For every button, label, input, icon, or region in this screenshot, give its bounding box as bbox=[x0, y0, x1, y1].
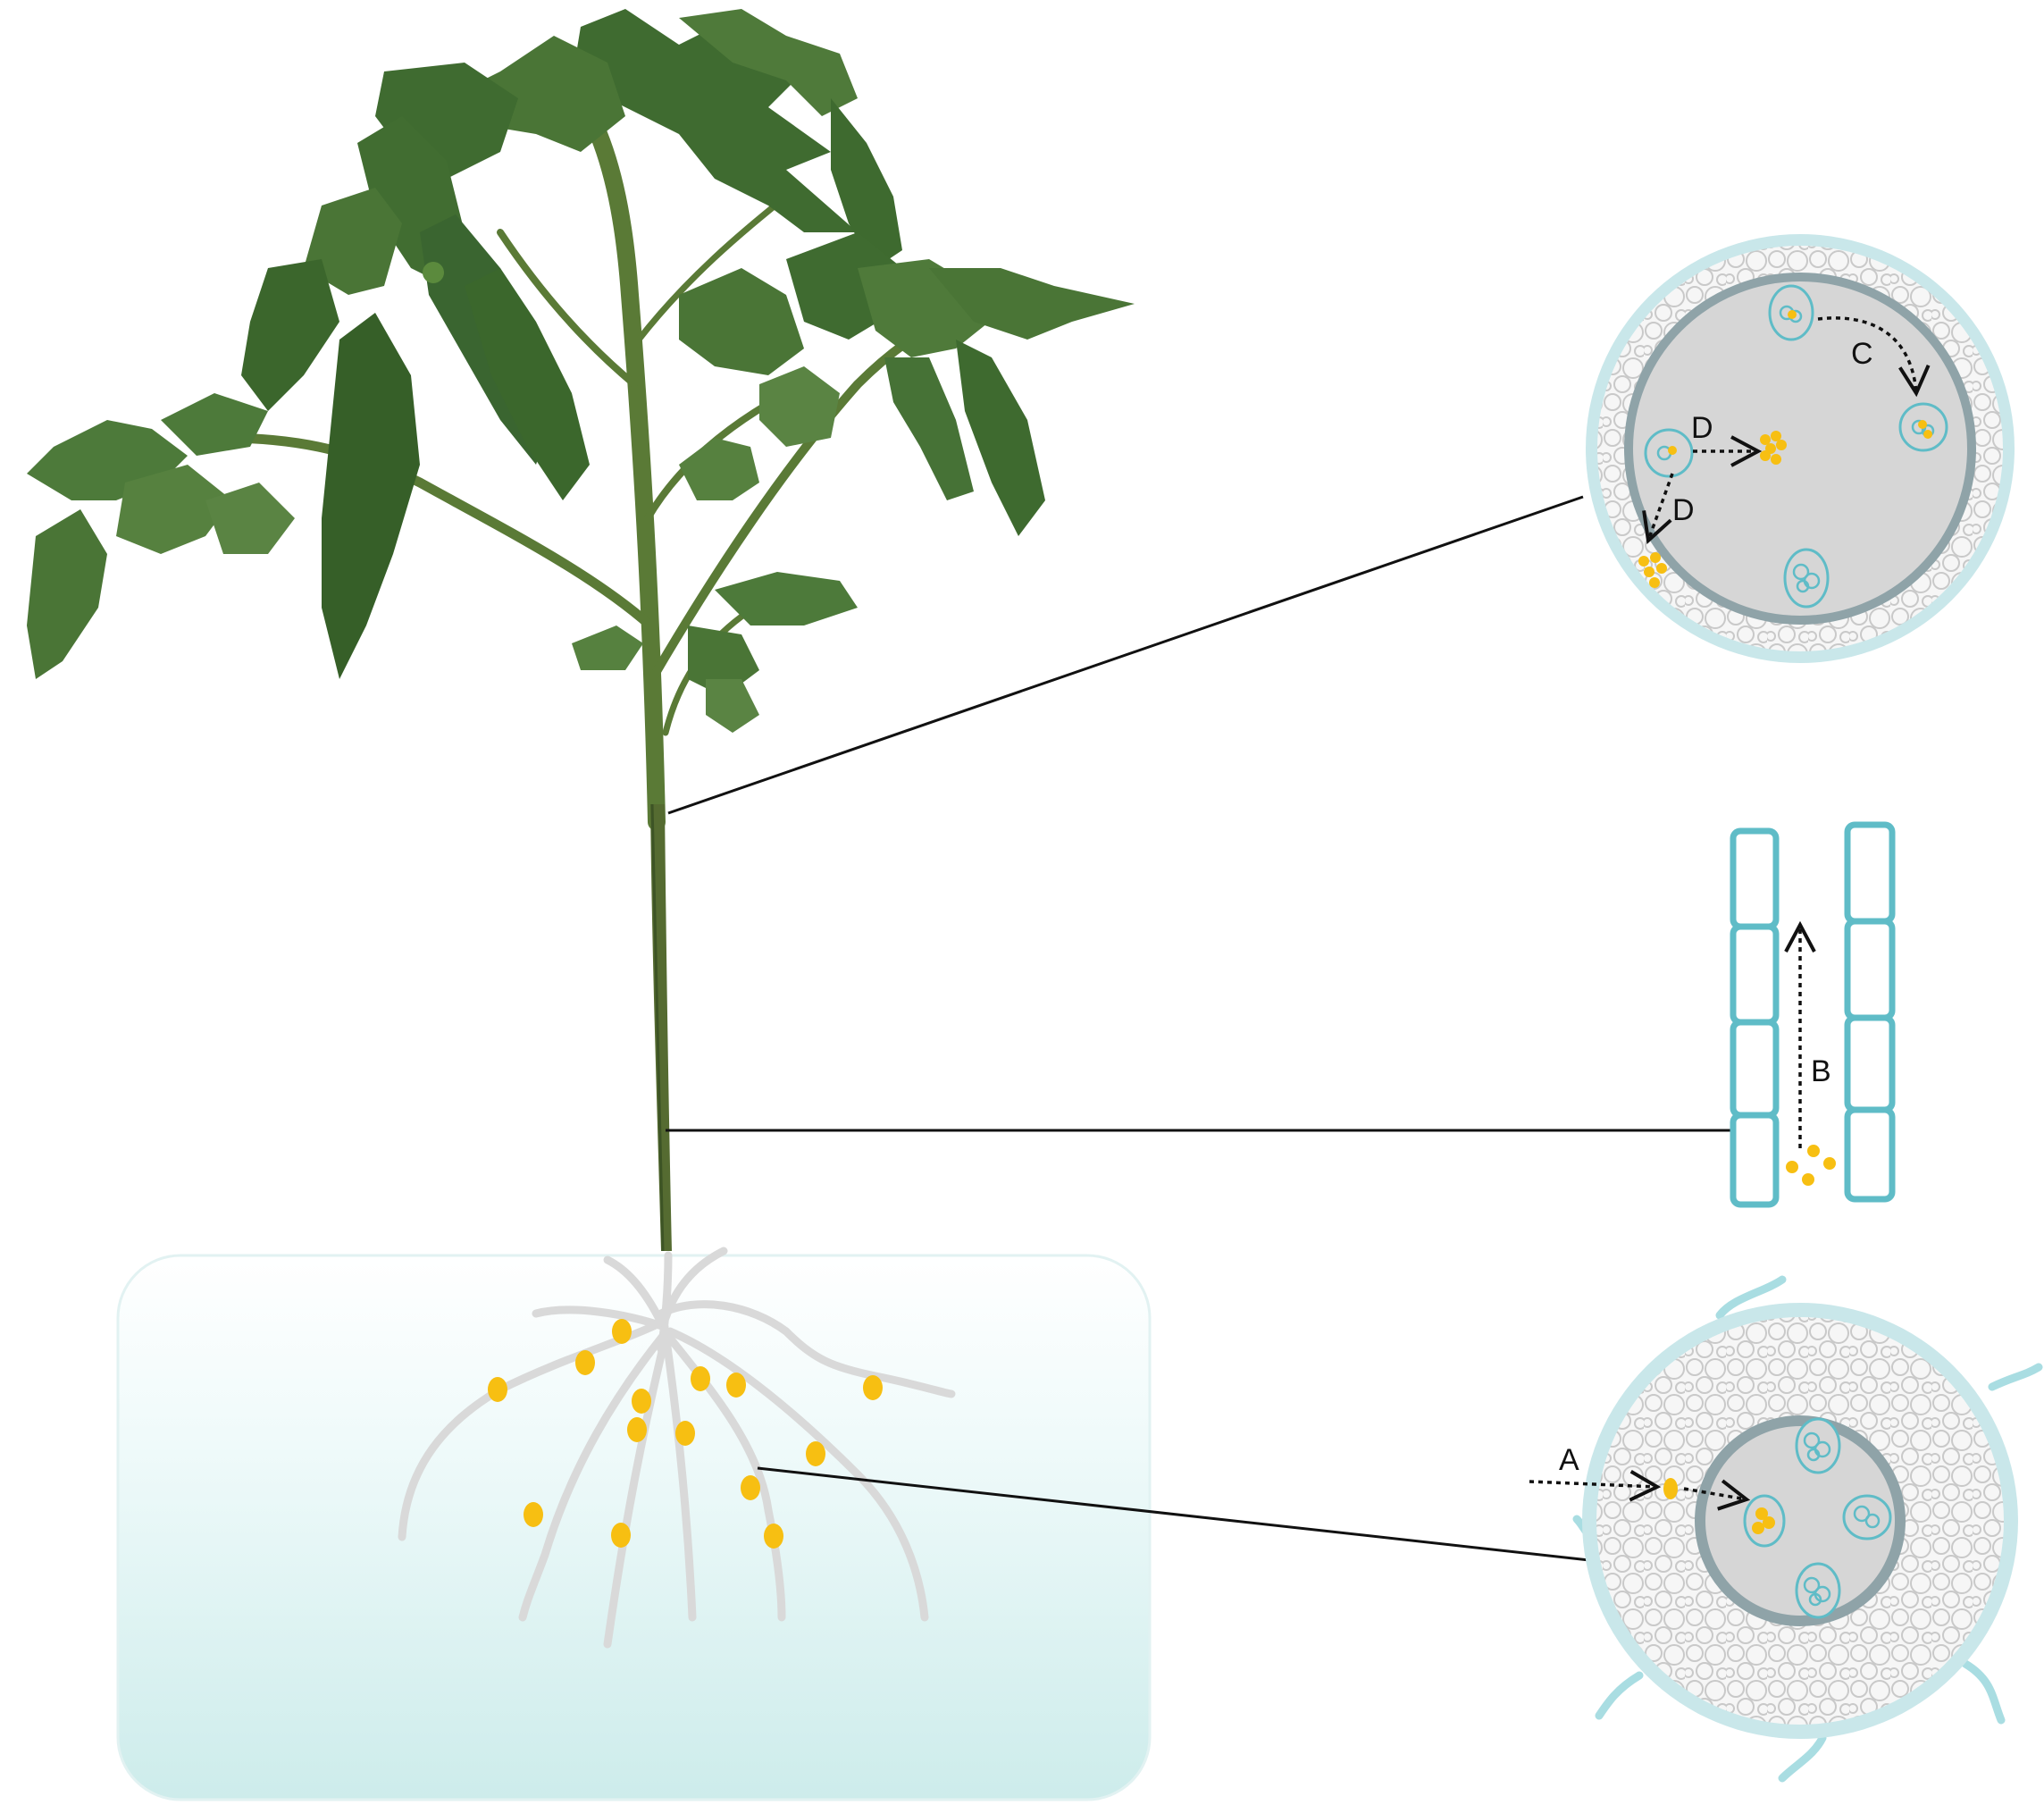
xylem-nanoparticles bbox=[1786, 1145, 1836, 1186]
label-c: C bbox=[1851, 337, 1873, 371]
nanoparticle-dot bbox=[764, 1524, 783, 1549]
label-d-1: D bbox=[1691, 411, 1713, 445]
root-cross-section: A bbox=[1529, 1275, 2043, 1783]
nanoparticle-dot bbox=[675, 1421, 695, 1446]
arrow-a-1 bbox=[1529, 1470, 1662, 1502]
tomato-plant-illustration bbox=[27, 9, 1135, 1252]
nanoparticle-dot bbox=[691, 1366, 710, 1391]
xylem-vessel bbox=[1730, 821, 1896, 1208]
callout-line-stem-section bbox=[667, 495, 1584, 815]
soil-nanoparticles bbox=[488, 1319, 883, 1549]
arrow-a-2 bbox=[1683, 1479, 1751, 1511]
nanoparticle-dot bbox=[575, 1350, 595, 1375]
nanoparticle-dot bbox=[632, 1389, 651, 1414]
root-nanoparticles bbox=[1663, 1478, 1775, 1534]
nanoparticle-dot bbox=[863, 1375, 883, 1400]
nanoparticle-dot bbox=[726, 1373, 746, 1398]
arrow-c bbox=[1817, 316, 1931, 398]
nanoparticle-dot bbox=[524, 1502, 543, 1527]
callout-line-root-section bbox=[757, 1466, 1622, 1566]
nanoparticle-dot bbox=[741, 1475, 760, 1500]
label-b: B bbox=[1811, 1054, 1831, 1088]
stem-cross-section: C D D bbox=[1586, 234, 2015, 663]
plant-leaves bbox=[27, 9, 1135, 733]
nanoparticle-dot bbox=[612, 1319, 632, 1344]
nanoparticle-dot bbox=[627, 1417, 647, 1442]
label-a: A bbox=[1559, 1443, 1579, 1477]
nanoparticle-dot bbox=[806, 1441, 825, 1466]
callout-lines bbox=[666, 495, 1733, 1566]
soil-zone bbox=[116, 1247, 1152, 1801]
nanoparticle-dot bbox=[611, 1523, 631, 1548]
arrow-d-down bbox=[1642, 473, 1674, 544]
nanoparticle-dot bbox=[488, 1377, 507, 1402]
label-d-2: D bbox=[1672, 493, 1695, 527]
stem-nanoparticles bbox=[1638, 310, 1932, 588]
